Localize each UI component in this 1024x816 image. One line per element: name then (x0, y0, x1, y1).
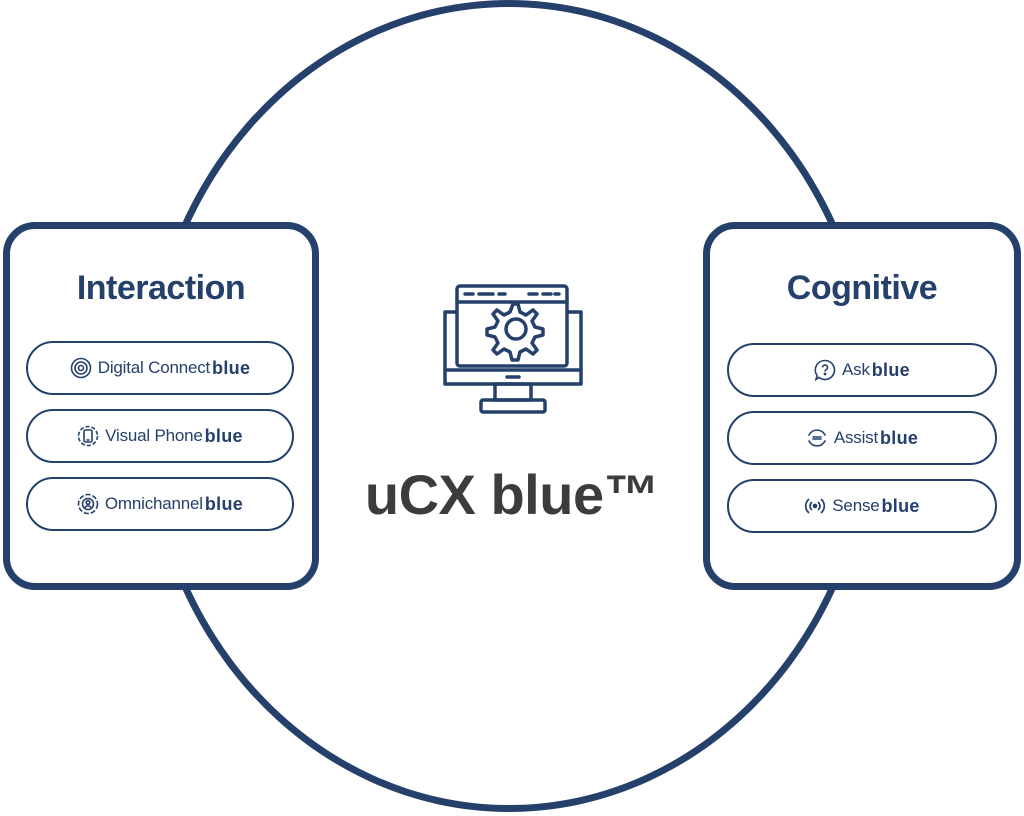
assist-button[interactable]: Assist blue (727, 411, 997, 465)
ask-button[interactable]: Ask blue (727, 343, 997, 397)
broadcast-icon (805, 498, 826, 514)
cognitive-panel: Cognitive Ask blue Assist blue (703, 222, 1021, 590)
assist-label: Assist (833, 428, 878, 447)
digital-connect-label: Digital Connect (97, 358, 211, 377)
interaction-title: Interaction (76, 269, 246, 307)
visual-phone-label: Visual Phone (105, 426, 203, 445)
visual-phone-brand: blue (204, 425, 243, 446)
interaction-panel: Interaction Digital Connect blue Visual … (3, 222, 319, 590)
omnichannel-brand: blue (204, 493, 244, 514)
omnichannel-label: Omnichannel (104, 494, 203, 513)
digital-connect-button[interactable]: Digital Connect blue (26, 341, 294, 395)
sense-label: Sense (832, 496, 880, 515)
user-circle-icon (77, 493, 99, 515)
visual-phone-button[interactable]: Visual Phone blue (26, 409, 294, 463)
digital-connect-brand: blue (212, 357, 251, 378)
phone-video-icon (77, 425, 99, 447)
assist-wave-icon (808, 429, 826, 447)
sense-button[interactable]: Sense blue (727, 479, 997, 533)
ask-brand: blue (871, 359, 910, 380)
target-icon (70, 357, 92, 379)
question-bubble-icon (814, 359, 836, 381)
product-title: uCX blue™ (364, 463, 660, 526)
sense-brand: blue (881, 495, 920, 516)
monitor-gear-icon (443, 284, 583, 414)
assist-brand: blue (879, 427, 919, 448)
omnichannel-button[interactable]: Omnichannel blue (26, 477, 294, 531)
ask-label: Ask (842, 360, 870, 379)
cognitive-title: Cognitive (786, 269, 938, 307)
